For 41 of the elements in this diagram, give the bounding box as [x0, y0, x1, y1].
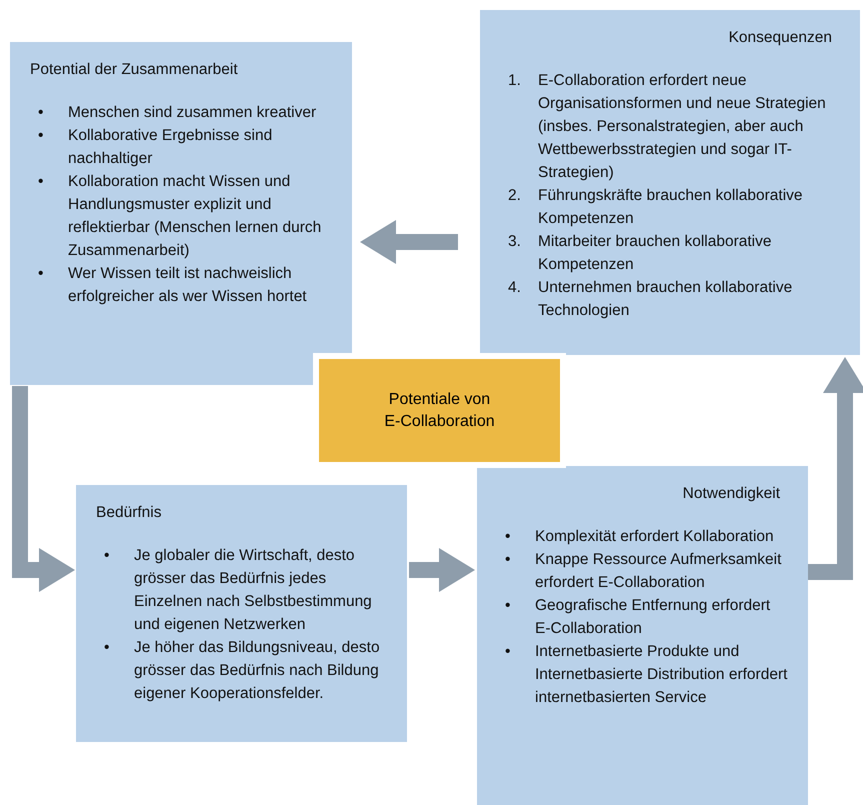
box-heading: Konsequenzen [728, 28, 833, 48]
list-item: Kollaborative Ergebnisse sind nachhaltiger [68, 126, 274, 169]
list-item: Führungskräfte brauchen kollaborative Kompetenzen [538, 186, 804, 229]
list-item: E-Collaboration erfordert neue Organisationsformen und neue Strategien (insbes. Personalstrategien, aber auch Wettbewerbsstrategien und sogar IT-Strategien) [538, 71, 827, 183]
text-box [76, 485, 407, 742]
list-item: Geografische Entfernung erfordert E-Collaboration [535, 596, 772, 639]
list-marker: 4. [507, 278, 522, 298]
box-heading: Potential der Zusammenarbeit [30, 60, 239, 80]
text-box [477, 466, 808, 805]
list-item: Unternehmen brauchen kollaborative Technologien [538, 278, 794, 321]
arrow [808, 357, 863, 580]
box-heading: Bedürfnis [96, 503, 162, 523]
list-marker: 3. [507, 232, 522, 252]
list-marker: • [103, 638, 110, 658]
list-marker: • [37, 264, 44, 284]
center-title: Potentiale von E-Collaboration [383, 390, 496, 432]
box-heading: Notwendigkeit [682, 484, 781, 504]
list-marker: • [103, 546, 110, 566]
list-marker: • [504, 596, 512, 616]
list-marker: • [504, 527, 512, 547]
arrow [12, 386, 75, 592]
list-item: Internetbasierte Produkte und Internetbasierte Distribution erfordert internetbasierten Service [535, 642, 788, 708]
list-marker: 2. [507, 186, 522, 206]
list-item: Menschen sind zusammen kreativer [68, 103, 316, 123]
list-marker: • [37, 126, 44, 146]
list-item: Je globaler die Wirtschaft, desto grösser das Bedürfnis jedes Einzelnen nach Selbstbestimmung und eigenen Netzwerken [134, 546, 373, 635]
list-marker: 1. [507, 71, 522, 91]
list-marker: • [504, 642, 512, 662]
list-marker: • [504, 550, 512, 570]
list-item: Kollaboration macht Wissen und Handlungsmuster explizit und reflektierbar (Menschen lernen durch Zusammenarbeit) [68, 172, 322, 261]
text-box [10, 42, 352, 385]
text-box [480, 10, 860, 355]
arrow [409, 548, 475, 592]
list-item: Je höher das Bildungsniveau, desto grösser das Bedürfnis nach Bildung eigener Kooperationsfelder. [134, 638, 381, 704]
list-marker: • [37, 103, 44, 123]
list-item: Mitarbeiter brauchen kollaborative Kompetenzen [538, 232, 772, 275]
arrow [360, 220, 458, 264]
list-item: Knappe Ressource Aufmerksamkeit erfordert E-Collaboration [535, 550, 782, 593]
list-item: Komplexität erfordert Kollaboration [535, 527, 774, 547]
list-marker: • [37, 172, 44, 192]
list-item: Wer Wissen teilt ist nachweislich erfolgreicher als wer Wissen hortet [68, 264, 308, 307]
